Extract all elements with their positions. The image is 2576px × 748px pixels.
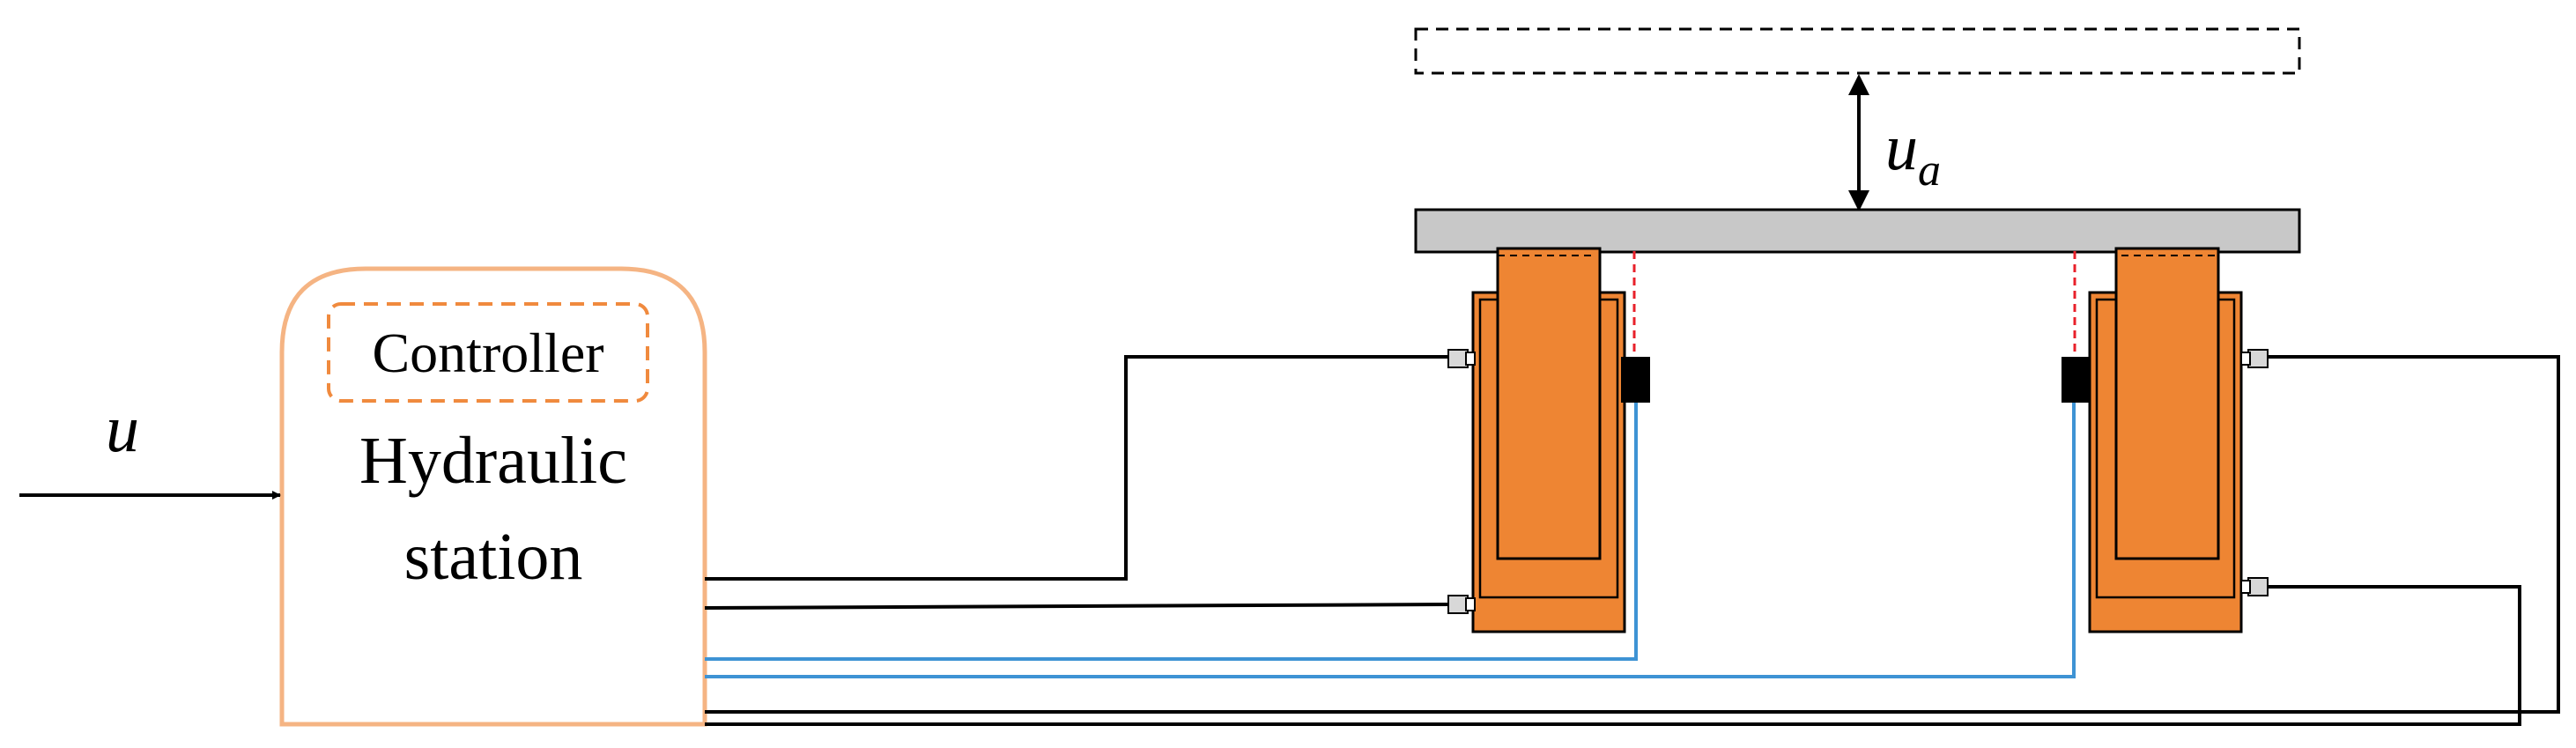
input-signal-label: u [106, 392, 139, 466]
sensor-signal-lines [705, 403, 2076, 678]
left-actuator-piston [1496, 247, 1602, 560]
hydraulic-lines [704, 355, 2560, 726]
right-lower-hydraulic-line [705, 585, 2521, 726]
right-lower-port [2247, 577, 2269, 596]
left-upper-hydraulic-line [705, 355, 1448, 581]
displacement-subscript: a [1918, 145, 1941, 196]
platform [1414, 208, 2301, 254]
right-displacement-sensor [2062, 357, 2091, 403]
displacement-arrow [1848, 74, 1869, 211]
left-displacement-sensor [1621, 357, 1650, 403]
right-actuator-piston [2114, 247, 2220, 560]
displacement-label: ua [1885, 112, 1941, 196]
left-sensor-line [705, 403, 1638, 661]
hydraulic-station-box [279, 266, 707, 727]
right-upper-hydraulic-line [705, 355, 2560, 714]
displacement-symbol: u [1885, 112, 1918, 184]
left-lower-hydraulic-line [704, 603, 1449, 610]
station-label-line2: station [404, 520, 583, 594]
controller-box [327, 302, 649, 403]
left-hydraulic-actuator [1447, 247, 1626, 633]
right-upper-port [2247, 349, 2269, 368]
right-sensor-line [705, 403, 2076, 678]
left-upper-port [1447, 349, 1469, 368]
target-platform-outline [1414, 27, 2301, 75]
station-label-line1: Hydraulic [359, 424, 627, 498]
left-lower-port [1447, 595, 1469, 614]
controller-label: Controller [372, 322, 603, 384]
right-hydraulic-actuator [2088, 247, 2269, 633]
